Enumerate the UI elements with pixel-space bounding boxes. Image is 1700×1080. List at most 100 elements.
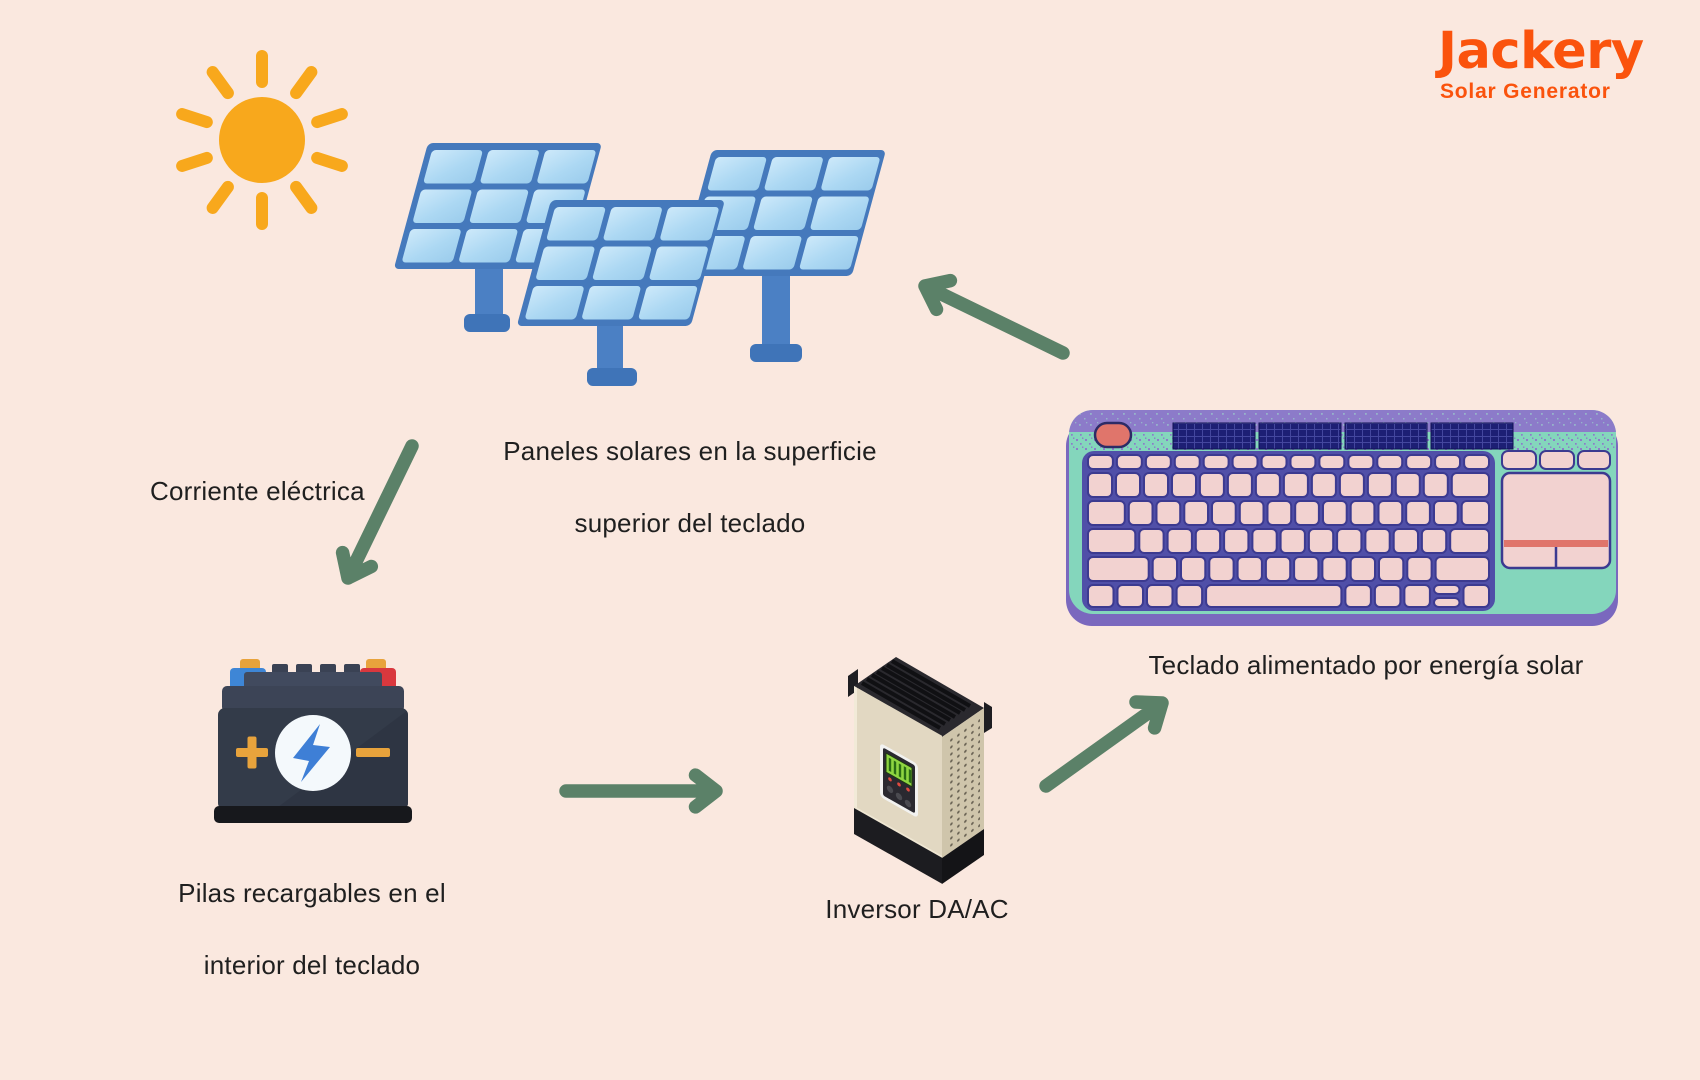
lightning-bolt-icon — [293, 724, 330, 782]
keyboard-key — [1144, 454, 1172, 470]
keyboard-key — [1403, 584, 1431, 608]
keyboard-power-button — [1093, 421, 1133, 449]
keyboard-key — [1282, 472, 1309, 498]
sun-rays — [176, 50, 348, 230]
keyboard-key — [1155, 500, 1182, 526]
solar-panels-icon — [393, 143, 886, 386]
keyboard-key — [1175, 584, 1204, 608]
keyboard-key — [1115, 454, 1143, 470]
keyboard-key — [1420, 528, 1448, 554]
inverter-icon — [848, 657, 992, 885]
keyboard-key — [1194, 528, 1222, 554]
keyboard-key — [1347, 454, 1375, 470]
keyboard-key — [1462, 584, 1490, 608]
inverter-top-vents — [854, 657, 984, 737]
keyboard-key — [1087, 556, 1150, 582]
label-solar-keyboard: Teclado alimentado por energía solar — [1148, 650, 1584, 680]
keyboard-key — [1377, 500, 1404, 526]
keyboard-key — [1146, 584, 1174, 608]
keyboard-key — [1405, 500, 1431, 526]
keyboard-key — [1293, 556, 1320, 582]
keyboard-key — [1251, 528, 1278, 554]
keyboard-key — [1434, 556, 1491, 582]
keyboard-key — [1151, 556, 1178, 582]
keyboard-key — [1336, 528, 1363, 554]
keyboard-key — [1183, 500, 1210, 526]
keyboard-key — [1394, 472, 1421, 498]
keyboard-key — [1087, 454, 1114, 470]
label-battery-line1: Pilas recargables en el — [178, 877, 446, 908]
keyboard-key — [1366, 472, 1393, 498]
keyboard-key — [1392, 528, 1420, 554]
brand-name: Jackery — [1438, 22, 1644, 81]
solar-panel-stand — [750, 276, 802, 362]
keyboard-key — [1231, 454, 1259, 470]
battery-icon — [214, 659, 412, 823]
solar-keyboard-icon — [1066, 410, 1618, 626]
battery-minus-symbol — [356, 748, 390, 757]
sun-icon — [176, 50, 348, 230]
sun-core — [219, 97, 305, 183]
keyboard-key — [1205, 584, 1343, 608]
keyboard-key — [1318, 454, 1346, 470]
keyboard-keys — [1087, 454, 1491, 608]
label-solar-panels-line2: superior del teclado — [574, 507, 806, 538]
keyboard-key — [1254, 472, 1281, 498]
label-battery-line2: interior del teclado — [203, 949, 421, 980]
keyboard-key — [1211, 500, 1237, 526]
keyboard-key — [1166, 528, 1193, 554]
keyboard-key — [1087, 584, 1115, 608]
keyboard-key — [1208, 556, 1235, 582]
label-solar-panels-line1: Paneles solares en la superficie — [503, 435, 877, 466]
keyboard-key — [1364, 528, 1391, 554]
battery-base — [214, 806, 412, 823]
keyboard-key — [1310, 472, 1337, 498]
keyboard-key — [1116, 584, 1144, 608]
arrow-to-inverter — [559, 768, 723, 814]
keyboard-key — [1087, 472, 1113, 498]
keyboard-key — [1264, 556, 1292, 582]
label-inverter: Inversor DA/AC — [825, 894, 1009, 924]
keyboard-key — [1433, 597, 1461, 608]
label-solar-panels: Paneles solares en la superficie superio… — [390, 398, 990, 542]
keyboard-key — [1223, 528, 1250, 554]
keyboard-key — [1289, 454, 1317, 470]
keyboard-key — [1143, 472, 1169, 498]
brand-logo: Jackery Solar Generator — [1438, 26, 1644, 104]
keyboard-key — [1349, 556, 1377, 582]
arrow-to-keyboard — [1039, 695, 1169, 793]
keyboard-key — [1127, 500, 1154, 526]
keyboard-key — [1238, 500, 1265, 526]
keyboard-key — [1279, 528, 1306, 554]
brand-tagline: Solar Generator — [1440, 80, 1611, 103]
keyboard-key — [1433, 500, 1459, 526]
battery-top-bar — [222, 686, 404, 712]
keyboard-solar-strips — [1172, 422, 1514, 450]
inverter-front — [854, 686, 942, 884]
keyboard-key — [1338, 472, 1365, 498]
keyboard-key — [1450, 472, 1490, 498]
keyboard-key — [1322, 500, 1348, 526]
keyboard-key — [1266, 500, 1293, 526]
solar-panel-stand — [587, 325, 637, 386]
keyboard-key — [1202, 454, 1230, 470]
inverter-control-panel — [880, 744, 918, 817]
keyboard-key — [1449, 528, 1491, 554]
keyboard-key — [1406, 556, 1433, 582]
keyboard-key — [1405, 454, 1433, 470]
keyboard-key — [1226, 472, 1253, 498]
battery-plus-symbol — [236, 736, 268, 769]
solar-panel-stand — [464, 268, 510, 332]
keyboard-key — [1087, 500, 1126, 526]
inverter-side — [942, 708, 984, 885]
keyboard-key — [1349, 500, 1376, 526]
keyboard-key — [1138, 528, 1165, 554]
keyboard-key — [1180, 556, 1207, 582]
label-battery: Pilas recargables en el interior del tec… — [112, 840, 512, 984]
arrow-to-battery — [335, 439, 419, 585]
keyboard-key — [1087, 528, 1137, 554]
keyboard-key — [1236, 556, 1263, 582]
keyboard-key — [1260, 454, 1288, 470]
